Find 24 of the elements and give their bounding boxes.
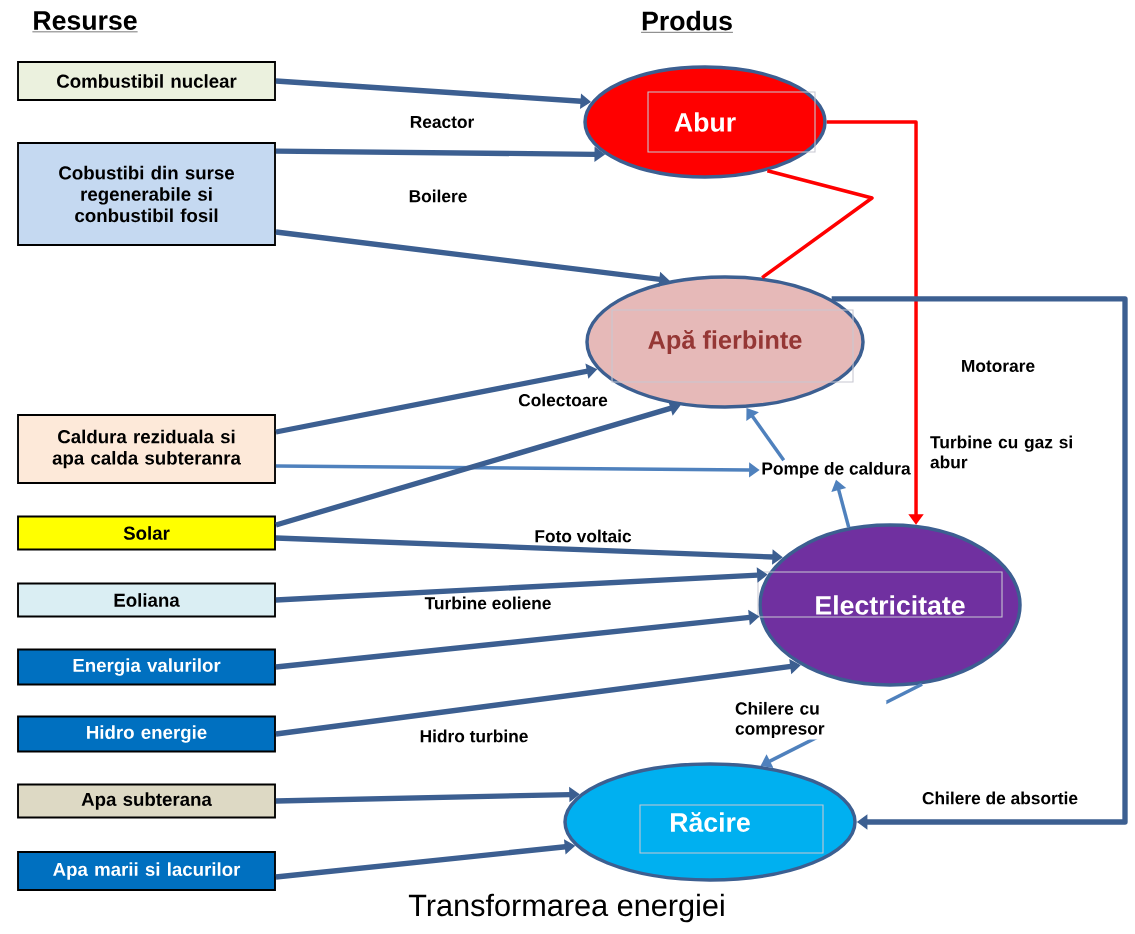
resource-box: Eoliana bbox=[17, 582, 276, 618]
caption: Transformarea energiei bbox=[408, 893, 724, 923]
edge-label: Turbine eoliene bbox=[423, 595, 553, 611]
resource-box: Apa subterana bbox=[17, 783, 276, 819]
process-label: Pompe de caldura bbox=[760, 460, 912, 480]
resource-box: Combustibil nuclear bbox=[17, 61, 276, 101]
edge-label: Boilere bbox=[407, 188, 469, 204]
column-heading: Produs bbox=[640, 10, 734, 33]
edge-label: Reactor bbox=[408, 114, 476, 130]
edge-label: Foto voltaic bbox=[533, 528, 633, 544]
edge-label: Chilere cu compresor bbox=[733, 700, 887, 740]
annotation: Motorare bbox=[962, 359, 1035, 373]
resource-box: Cobustibi din surse regenerabile si conbustibil fosil bbox=[17, 142, 276, 246]
resource-box: Solar bbox=[17, 515, 276, 551]
arrow bbox=[831, 296, 1128, 830]
annotation: Turbine cu gaz si abur bbox=[930, 435, 1072, 469]
edge-label: Hidro turbine bbox=[418, 728, 530, 744]
resource-box: Hidro energie bbox=[17, 715, 276, 753]
resource-box: Apa marii si lacurilor bbox=[17, 851, 276, 891]
column-heading: Resurse bbox=[32, 11, 138, 33]
resource-box: Energia valurilor bbox=[17, 648, 276, 686]
arrow bbox=[746, 408, 786, 462]
edge-label: Chilere de absortie bbox=[920, 790, 1080, 806]
resource-box: Caldura reziduala si apa calda subteranra bbox=[17, 414, 276, 484]
